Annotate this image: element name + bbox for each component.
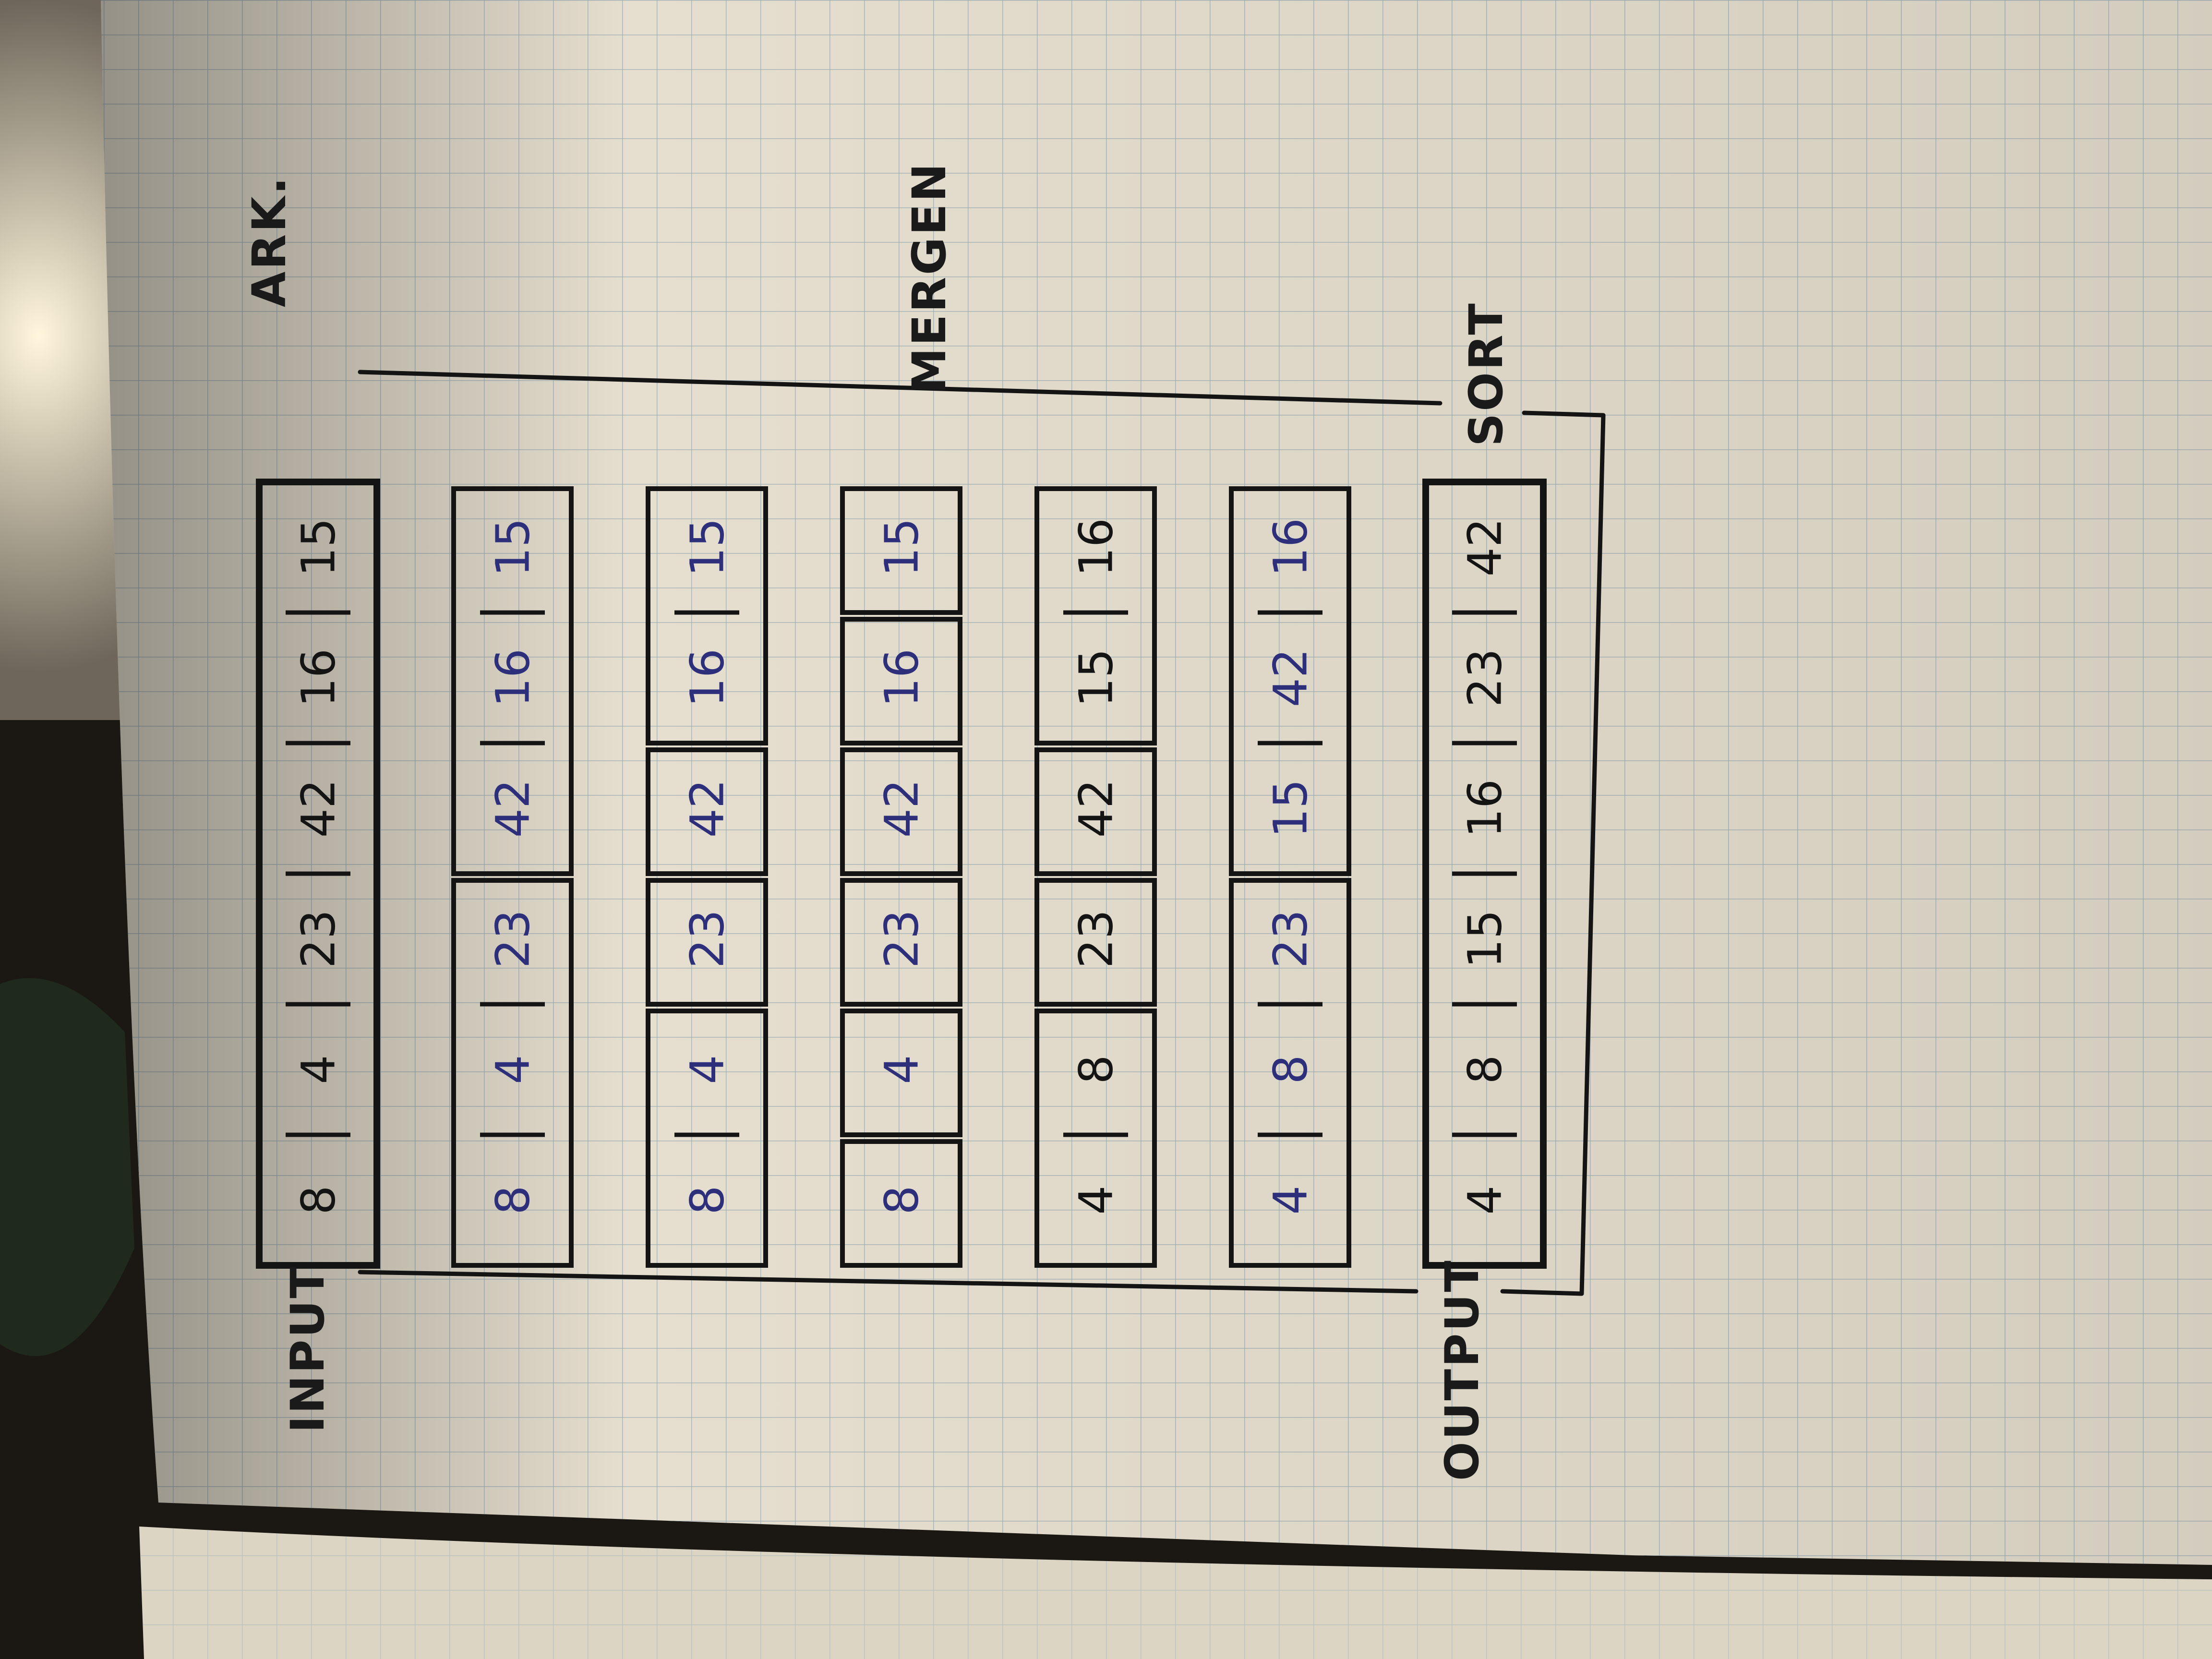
number-cell: 42 [486, 779, 540, 838]
label-output: OUTPUT [1435, 1259, 1489, 1481]
number-cell: 42 [1458, 518, 1512, 577]
number-cell: 4 [1458, 1185, 1512, 1214]
number-cell: 8 [1458, 1055, 1512, 1084]
merge-sort-rows: 8 4 23 42 16 15 8 4 23 42 16 15 8 4 23 42 16 15 8 4 23 42 16 15… [256, 479, 1547, 1269]
number-cell: 4 [681, 1055, 734, 1084]
number-cell: 42 [681, 779, 734, 838]
group-box [840, 1139, 962, 1268]
group-box [1034, 1009, 1157, 1268]
label-split: ARK. [242, 175, 296, 307]
number-cell: 8 [681, 1185, 734, 1214]
number-cell: 15 [292, 518, 346, 577]
group-box [1034, 747, 1157, 876]
number-cell: 4 [486, 1055, 540, 1084]
number-cell: 15 [486, 518, 540, 577]
label-sort: SORT [1459, 301, 1513, 446]
group-box [646, 486, 768, 745]
number-cell: 4 [292, 1055, 346, 1084]
number-cell: 23 [1264, 910, 1318, 968]
number-cell: 15 [1264, 779, 1318, 838]
group-box [840, 1009, 962, 1137]
number-cell: 23 [1458, 649, 1512, 707]
top-bracket-line [358, 370, 1443, 406]
number-cell: 15 [1458, 910, 1512, 968]
number-cell: 16 [1458, 779, 1512, 838]
number-cell: 42 [875, 779, 929, 838]
group-box [840, 617, 962, 745]
plant [0, 978, 134, 1356]
group-box [1034, 486, 1157, 745]
number-cell: 42 [1264, 649, 1318, 707]
group-box [451, 878, 574, 1268]
number-cell: 42 [292, 779, 346, 838]
number-cell: 4 [875, 1055, 929, 1084]
number-cell: 42 [1070, 779, 1123, 838]
number-cell: 8 [1264, 1055, 1318, 1084]
number-cell: 8 [875, 1185, 929, 1214]
group-box [1422, 479, 1547, 1269]
number-cell: 15 [681, 518, 734, 577]
group-box [646, 878, 768, 1007]
number-cell: 8 [1070, 1055, 1123, 1084]
label-input: INPUT [281, 1265, 335, 1433]
number-cell: 4 [1264, 1185, 1318, 1214]
label-merge: MERGEN [902, 161, 956, 394]
number-cell: 15 [1070, 649, 1123, 707]
group-box [451, 486, 574, 876]
number-cell: 16 [1070, 518, 1123, 577]
group-box [1034, 878, 1157, 1007]
number-cell: 23 [486, 910, 540, 968]
bottom-bracket-line [358, 1270, 1419, 1294]
number-cell: 16 [681, 649, 734, 707]
group-box [1229, 486, 1351, 876]
group-box [1229, 878, 1351, 1268]
group-box [840, 747, 962, 876]
group-box [646, 1009, 768, 1268]
group-box [256, 479, 380, 1269]
lower-page-grid [139, 1527, 2212, 1659]
number-cell: 16 [875, 649, 929, 707]
number-cell: 23 [875, 910, 929, 968]
number-cell: 8 [486, 1185, 540, 1214]
number-cell: 16 [292, 649, 346, 707]
group-box [840, 878, 962, 1007]
number-cell: 23 [1070, 910, 1123, 968]
number-cell: 15 [875, 518, 929, 577]
number-cell: 23 [681, 910, 734, 968]
group-box [840, 486, 962, 615]
number-cell: 8 [292, 1185, 346, 1214]
number-cell: 4 [1070, 1185, 1123, 1214]
sort-bracket [1500, 410, 1606, 1296]
number-cell: 23 [292, 910, 346, 968]
number-cell: 16 [1264, 518, 1318, 577]
number-cell: 16 [486, 649, 540, 707]
group-box [646, 747, 768, 876]
